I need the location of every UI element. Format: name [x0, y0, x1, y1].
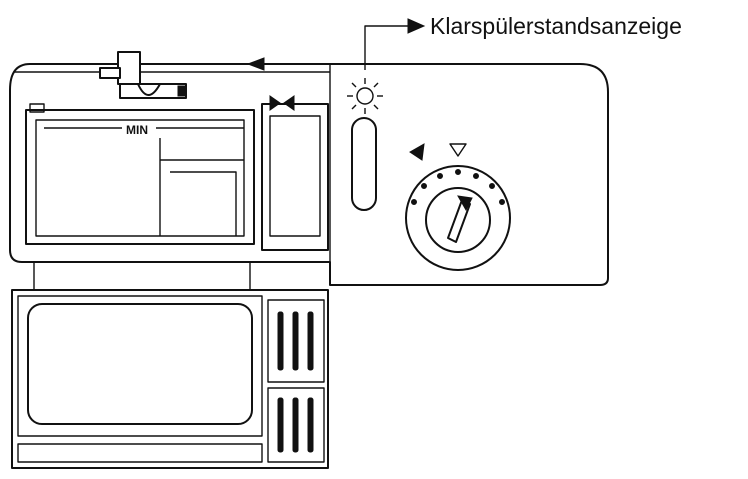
- latch-catch: [177, 85, 187, 97]
- lid-border: [17, 295, 263, 437]
- rinse-aid-compartment: [261, 95, 329, 251]
- detergent-inner: [35, 119, 245, 237]
- latch-post: [117, 51, 141, 85]
- rinse-aid-level-indicator: [347, 78, 383, 211]
- upper-panel: [9, 63, 609, 286]
- dial-marker-outline-icon: [449, 143, 467, 157]
- rinse-aid-inner: [269, 115, 321, 237]
- callout-arrowhead: [407, 18, 426, 34]
- indicator-light-icon: [347, 78, 383, 114]
- latch-mechanism: [99, 51, 187, 99]
- indicator-window: [351, 117, 377, 211]
- dial-pointer-arrow-icon: [457, 195, 473, 212]
- min-label-bg: [122, 124, 156, 134]
- rinse-aid-marker-icon: [269, 95, 295, 111]
- small-compartment-inner: [170, 171, 237, 236]
- latch-hook: [137, 83, 161, 96]
- vent-slots-upper: [277, 311, 314, 371]
- flow-arrow-icon: [246, 57, 265, 71]
- detergent-lid[interactable]: [27, 303, 253, 425]
- min-label: MIN: [126, 123, 148, 137]
- vent-panel-upper: [267, 299, 325, 383]
- rinse-aid-outer: [261, 103, 329, 251]
- dial-marker-filled-icon: [409, 143, 425, 161]
- detergent-tab: [29, 103, 45, 113]
- dial-pointer: [447, 199, 471, 243]
- detergent-compartment: MIN: [25, 103, 255, 245]
- callout: Klarspülerstandsanzeige: [364, 13, 682, 70]
- dosage-dial: [405, 143, 511, 271]
- vent-slots-lower: [277, 397, 314, 453]
- lid-bottom-strip: [17, 443, 263, 463]
- callout-label: Klarspülerstandsanzeige: [430, 13, 682, 39]
- dial-scale-marks: [411, 169, 505, 205]
- vent-panel-lower: [267, 387, 325, 463]
- latch-arm-left: [99, 67, 121, 79]
- callout-leader-line: [364, 25, 408, 70]
- lid-assembly: [11, 262, 329, 469]
